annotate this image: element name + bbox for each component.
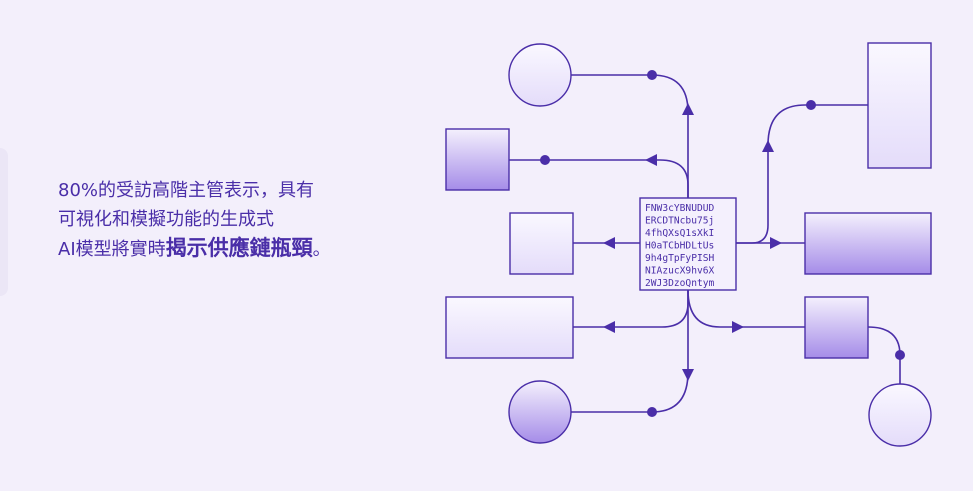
arrow-right-icon <box>732 321 744 333</box>
hub-code-box: FNW3cYBNUDUD ERCDTNcbu75j 4fhQXsQ1sXkI H… <box>639 197 737 291</box>
headline-line-3-suffix: 。 <box>312 239 331 260</box>
edge-upper-left-square <box>509 159 689 198</box>
node-square-upper-left <box>445 128 510 191</box>
junction-dot <box>806 100 816 110</box>
arrow-left-icon <box>603 237 615 249</box>
junction-dot <box>540 155 550 165</box>
arrow-left-icon <box>603 321 615 333</box>
edge-lower-right-square <box>687 289 805 328</box>
headline-emphasis: 揭示供應鏈瓶頸 <box>165 236 313 260</box>
hub-code-line: FNW3cYBNUDUD <box>645 203 715 214</box>
hub-code-line: 4fhQXsQ1sXkI <box>645 228 714 239</box>
node-square-mid-left <box>509 212 574 275</box>
headline-line-3: AI模型將實時揭示供應鏈瓶頸。 <box>58 234 458 264</box>
hub-code-line: ERCDTNcbu75j <box>645 216 714 227</box>
arrow-left-icon <box>645 154 657 166</box>
hub-box <box>639 197 737 291</box>
arrow-down-icon <box>682 369 694 381</box>
junction-dot <box>647 407 657 417</box>
junction-dot <box>647 70 657 80</box>
node-box-lower-left <box>445 296 574 359</box>
hub-code-line: 2WJ3DzoQntym <box>645 278 715 289</box>
headline-line-1: 80%的受訪高階主管表示，具有 <box>58 180 315 201</box>
node-square-lower-right <box>804 296 869 359</box>
junction-dot <box>895 350 905 360</box>
node-box-top-right <box>867 42 932 169</box>
hub-code-line: H0aTCbHDLtUs <box>645 241 714 252</box>
headline-line-2: 可視化和模擬功能的生成式 <box>58 209 274 230</box>
headline-line-3-prefix: AI模型將實時 <box>58 239 166 260</box>
edge-bottom-circle <box>570 290 689 413</box>
edge-lower-left-box <box>573 290 689 328</box>
headline: 80%的受訪高階主管表示，具有 可視化和模擬功能的生成式 AI模型將實時揭示供應… <box>58 176 458 264</box>
node-box-mid-right <box>804 212 932 275</box>
arrow-up-icon <box>762 140 774 152</box>
hub-code-line: 9h4gTpFyPISH <box>645 253 715 264</box>
arrow-up-icon <box>682 103 694 115</box>
arrow-right-icon <box>770 237 782 249</box>
node-circle-top <box>508 43 572 107</box>
node-circle-bottom-right <box>868 383 932 447</box>
hub-code-line: NIAzucX9hv6X <box>645 266 715 277</box>
side-tab <box>0 148 8 296</box>
node-circle-bottom <box>508 380 572 444</box>
edge-top-circle <box>570 74 689 198</box>
